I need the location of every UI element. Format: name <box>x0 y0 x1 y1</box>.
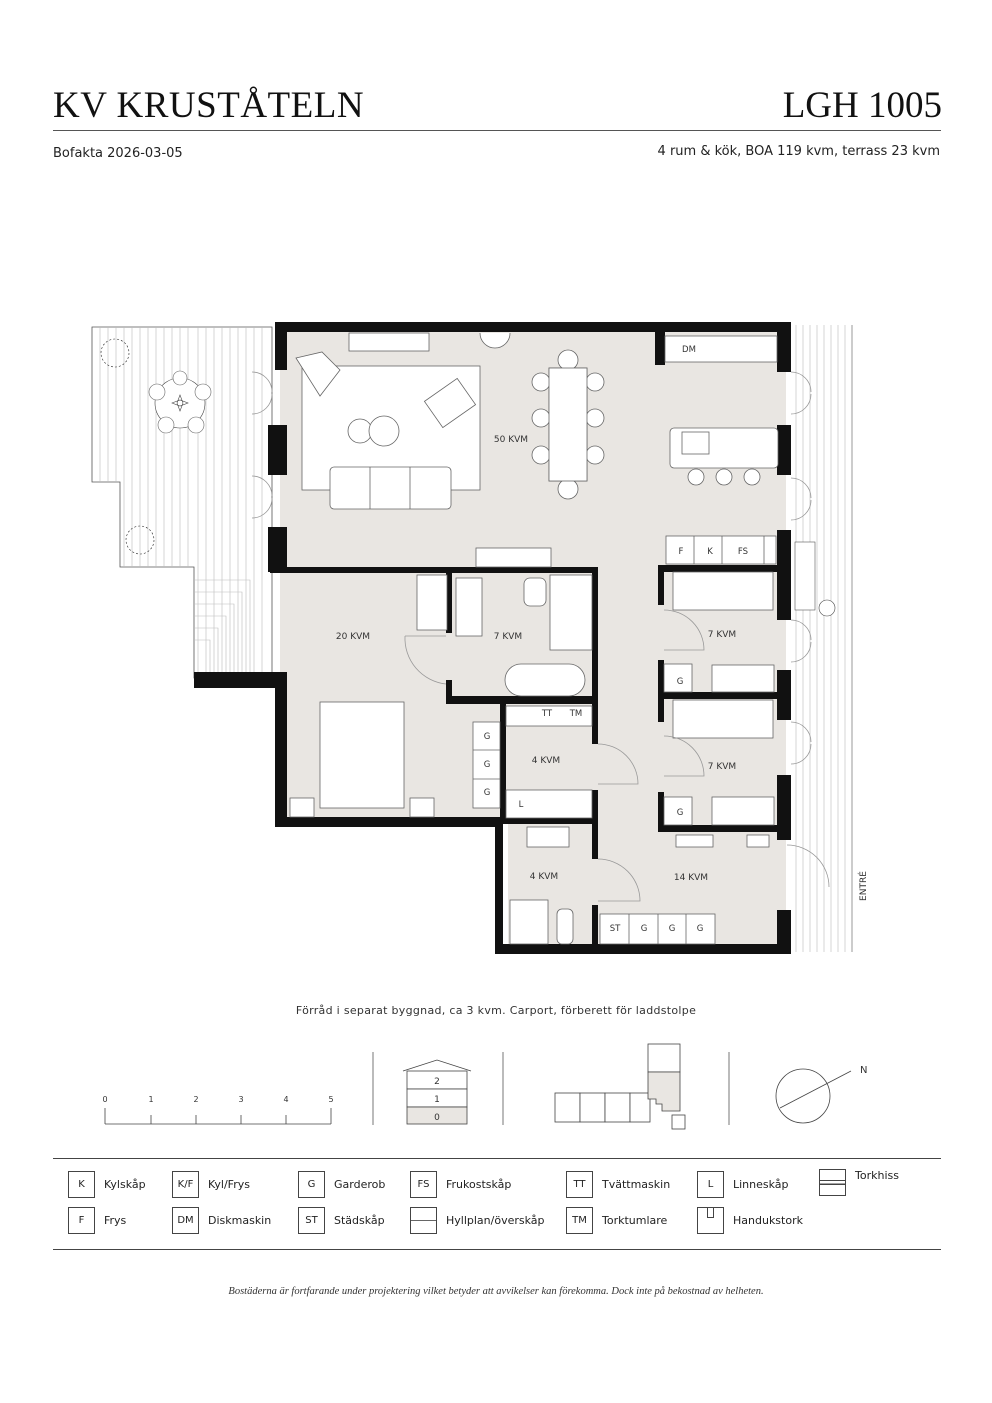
doors <box>251 371 830 902</box>
floor-level: 1 <box>434 1095 440 1105</box>
disclaimer: Bostäderna är fortfarande under projekte… <box>228 1286 764 1297</box>
site-keyplan <box>554 1043 686 1130</box>
scale-tick: 1 <box>148 1095 153 1104</box>
scale-ticks: 0 1 2 3 4 5 <box>102 1095 333 1104</box>
date-label: Bofakta 2026-03-05 <box>53 146 183 161</box>
scale-tick: 2 <box>193 1095 198 1104</box>
legend-label: Linneskåp <box>733 1178 789 1191</box>
room-label-living: 50 KVM <box>494 435 528 445</box>
legend-item: Handukstork <box>697 1207 803 1234</box>
legend-label: Kylskåp <box>104 1178 146 1191</box>
room-labels: 50 KVM 20 KVM 7 KVM 4 KVM 4 KVM 7 KVM 7 … <box>336 435 736 883</box>
project-title: KV KRUSTÅTELN <box>53 85 365 126</box>
fixture-g: G <box>697 924 704 934</box>
legend-code: F <box>68 1207 95 1234</box>
legend-code: K/F <box>172 1171 199 1198</box>
floor-level: 2 <box>434 1077 440 1087</box>
floor-level-current: 0 <box>434 1113 440 1123</box>
fixture-st: ST <box>610 924 621 934</box>
fixture-tt: TT <box>541 709 553 719</box>
compass-icon <box>775 1068 852 1124</box>
legend-code: K <box>68 1171 95 1198</box>
drying-rack-icon <box>819 1169 846 1196</box>
fixture-g: G <box>677 677 684 687</box>
legend-label: Städskåp <box>334 1214 385 1227</box>
fixture-l: L <box>519 800 524 810</box>
legend-label: Garderob <box>334 1178 386 1191</box>
room-label-bathroom: 7 KVM <box>494 632 522 642</box>
fixture-codes: DM F K FS TT TM L G G G G G ST G G G <box>484 345 748 934</box>
fixture-g: G <box>641 924 648 934</box>
scale-bar <box>104 1108 332 1125</box>
fixture-g: G <box>484 760 491 770</box>
west-terrace <box>91 326 273 679</box>
fixture-g: G <box>669 924 676 934</box>
legend-item: L Linneskåp <box>697 1171 789 1198</box>
room-label-wc: 4 KVM <box>530 872 558 882</box>
scale-tick: 3 <box>238 1095 243 1104</box>
unit-summary: 4 rum & kök, BOA 119 kvm, terrass 23 kvm <box>657 144 940 159</box>
fixture-g: G <box>484 788 491 798</box>
storage-note: Förråd i separat byggnad, ca 3 kvm. Carp… <box>295 1004 697 1017</box>
legend-label: Handukstork <box>733 1214 803 1227</box>
legend-code: TT <box>566 1171 593 1198</box>
fixture-g: G <box>677 808 684 818</box>
legend-item: Hyllplan/överskåp <box>410 1207 545 1234</box>
scale-tick: 5 <box>328 1095 333 1104</box>
east-deck <box>794 325 853 952</box>
floor-levels: 2 1 0 <box>434 1077 440 1123</box>
header-divider <box>53 130 941 131</box>
legend-label: Tvättmaskin <box>602 1178 671 1191</box>
unit-title: LGH 1005 <box>782 85 942 126</box>
legend-code: DM <box>172 1207 199 1234</box>
legend-label: Diskmaskin <box>208 1214 272 1227</box>
scale-tick: 4 <box>283 1095 288 1104</box>
legend-code: FS <box>410 1171 437 1198</box>
walls <box>194 322 791 954</box>
towel-warmer-icon <box>697 1207 724 1234</box>
north-label: N <box>860 1065 867 1076</box>
legend-item: K Kylskåp <box>68 1171 146 1198</box>
legend-item: TT Tvättmaskin <box>566 1171 670 1198</box>
fixture-f: F <box>679 547 684 557</box>
legend-item: FS Frukostskåp <box>410 1171 511 1198</box>
floor-indicator <box>402 1059 472 1125</box>
room-label-bedroom-3: 7 KVM <box>708 762 736 772</box>
legend-item: ST Städskåp <box>298 1207 385 1234</box>
legend-item: G Garderob <box>298 1171 385 1198</box>
legend-code: ST <box>298 1207 325 1234</box>
fixture-g: G <box>484 732 491 742</box>
fixture-tm: TM <box>569 709 583 719</box>
entrance-label: ENTRÉ <box>857 871 869 901</box>
legend-code: G <box>298 1171 325 1198</box>
legend-item: DM Diskmaskin <box>172 1207 271 1234</box>
legend-label: Frys <box>104 1214 127 1227</box>
legend-item: K/F Kyl/Frys <box>172 1171 250 1198</box>
living-furniture <box>289 332 779 945</box>
room-label-bedroom-main: 20 KVM <box>336 632 370 642</box>
legend-code: TM <box>566 1207 593 1234</box>
section-dividers <box>372 1052 730 1125</box>
legend-label: Hyllplan/överskåp <box>446 1214 545 1227</box>
scale-tick: 0 <box>102 1095 107 1104</box>
room-label-bedroom-2: 7 KVM <box>708 630 736 640</box>
legend-label: Torktumlare <box>602 1214 668 1227</box>
fixture-k: K <box>707 547 713 557</box>
shelf-icon <box>410 1207 437 1234</box>
room-label-hall: 14 KVM <box>674 873 708 883</box>
legend-item: F Frys <box>68 1207 126 1234</box>
legend-item: TM Torktumlare <box>566 1207 667 1234</box>
legend-label: Kyl/Frys <box>208 1178 250 1191</box>
fixture-fs: FS <box>738 547 748 557</box>
room-label-laundry: 4 KVM <box>532 756 560 766</box>
fixture-dm: DM <box>682 345 696 355</box>
legend-code: L <box>697 1171 724 1198</box>
legend: K Kylskåp K/F Kyl/Frys G Garderob FS Frukost… <box>53 1158 941 1250</box>
legend-item: Torkhiss <box>819 1169 899 1196</box>
legend-label: Frukostskåp <box>446 1178 512 1191</box>
legend-label: Torkhiss <box>855 1169 899 1182</box>
